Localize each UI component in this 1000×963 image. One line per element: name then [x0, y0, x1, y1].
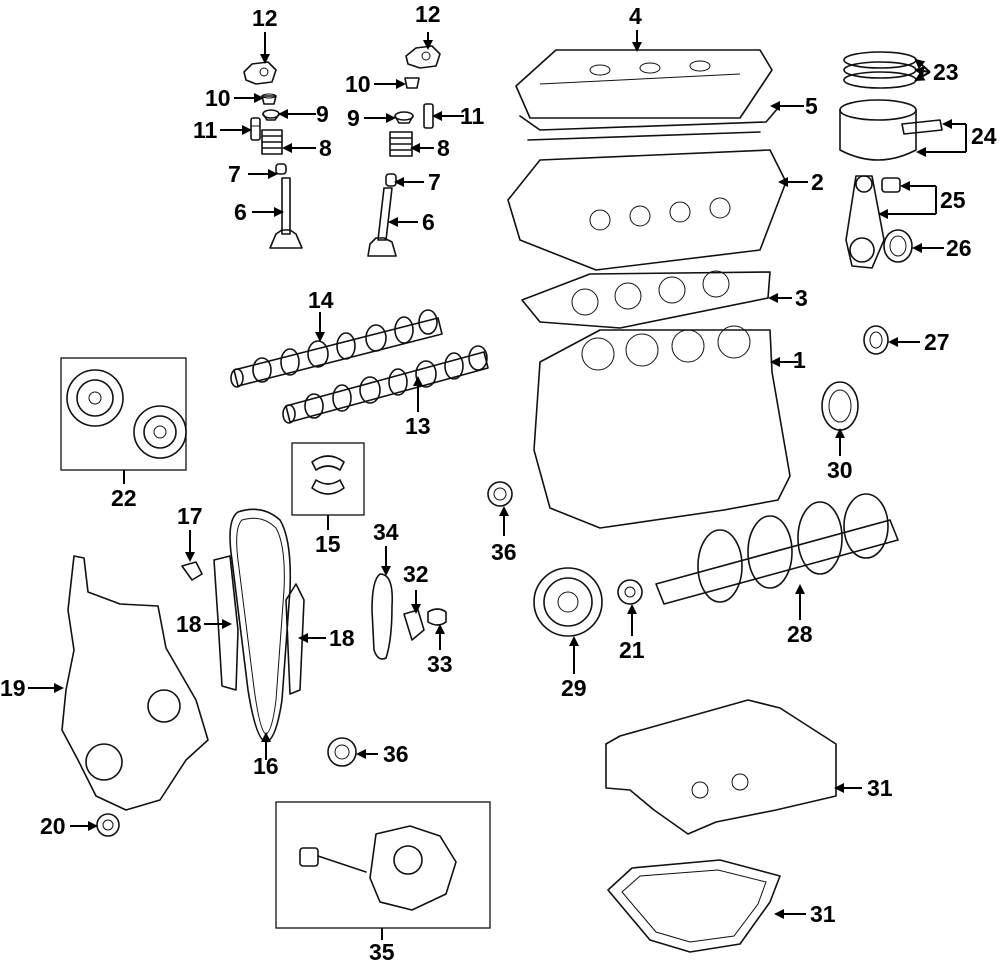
callout-24: 24 — [971, 123, 997, 149]
callout-8-left: 8 — [319, 135, 332, 161]
oil-pan-upper — [605, 699, 837, 835]
callout-27: 27 — [924, 329, 950, 355]
callout-10-left: 10 — [205, 85, 231, 111]
callout-2: 2 — [811, 169, 824, 195]
callout-19: 19 — [0, 675, 26, 701]
callout-32: 32 — [403, 561, 429, 587]
callout-34: 34 — [373, 519, 399, 545]
chain-tensioner-arm — [403, 609, 425, 641]
callout-8-right: 8 — [437, 135, 450, 161]
lash-adjuster-cap-right — [404, 77, 420, 89]
callout-7-right: 7 — [428, 169, 441, 195]
callout-4: 4 — [629, 3, 642, 29]
callout-20: 20 — [40, 813, 66, 839]
callout-6-right: 6 — [422, 209, 435, 235]
oil-pump-box — [275, 801, 491, 929]
timing-cover — [61, 555, 209, 811]
callout-14: 14 — [308, 287, 334, 313]
tensioner-gasket — [427, 608, 447, 626]
callout-15: 15 — [315, 531, 341, 557]
camshaft-lower — [282, 345, 489, 424]
callout-23: 23 — [933, 59, 959, 85]
callout-3: 3 — [795, 285, 808, 311]
valve-seal-left — [275, 163, 287, 175]
valve-spring-left — [261, 129, 283, 155]
callout-1: 1 — [793, 347, 806, 373]
callout-11-left: 11 — [193, 117, 218, 143]
idler-sprocket-upper — [487, 481, 513, 507]
timing-chain — [229, 508, 292, 743]
callout-30: 30 — [827, 457, 853, 483]
callout-6-left: 6 — [234, 199, 247, 225]
crankshaft-sprocket — [617, 579, 643, 605]
lash-adjuster-cap-left — [261, 93, 277, 105]
oil-seal-front — [96, 813, 120, 837]
spring-retainer-right — [394, 111, 414, 124]
connecting-rod — [845, 175, 901, 269]
valve-left — [269, 177, 303, 249]
callout-35: 35 — [369, 939, 395, 963]
callout-21: 21 — [619, 637, 645, 663]
callout-5: 5 — [805, 93, 818, 119]
callout-12-left: 12 — [252, 5, 278, 31]
callout-26: 26 — [946, 235, 972, 261]
head-gasket — [521, 270, 771, 329]
callout-9-right: 9 — [347, 105, 360, 131]
bearing-box — [291, 442, 365, 516]
rear-main-seal — [821, 381, 859, 431]
callout-25: 25 — [940, 187, 966, 213]
camshaft-upper — [230, 309, 443, 388]
callout-13: 13 — [405, 413, 431, 439]
valve-seal-right — [385, 173, 397, 187]
valve-spring-right — [389, 131, 413, 157]
cylinder-head — [507, 149, 787, 271]
crankshaft — [655, 493, 899, 605]
chain-guide-left — [213, 555, 239, 691]
callout-12-right: 12 — [415, 1, 441, 27]
callout-33: 33 — [427, 651, 453, 677]
rod-bearing — [883, 229, 913, 263]
callout-22: 22 — [111, 485, 137, 511]
spring-retainer-left — [262, 109, 280, 121]
callout-29: 29 — [561, 675, 587, 701]
callout-17: 17 — [177, 503, 203, 529]
thrust-bearing — [863, 325, 889, 355]
lash-adjuster-right — [423, 103, 434, 129]
crankshaft-pulley — [533, 567, 603, 637]
oil-pan-lower — [607, 859, 781, 953]
chain-tensioner — [181, 561, 203, 581]
cylinder-block — [533, 325, 791, 529]
callout-36-lower: 36 — [383, 741, 409, 767]
callout-18-left: 18 — [176, 611, 202, 637]
cylinder-head-cover — [515, 49, 773, 119]
callout-16: 16 — [253, 753, 279, 779]
rocker-arm-right — [405, 45, 441, 69]
callout-7-left: 7 — [228, 161, 241, 187]
lash-adjuster-left — [250, 117, 261, 141]
callout-10-right: 10 — [345, 71, 371, 97]
valve-right — [367, 187, 397, 257]
idler-sprocket-lower — [327, 737, 357, 767]
piston-rings — [843, 51, 917, 89]
callout-31-lower: 31 — [810, 901, 836, 927]
callout-9-left: 9 — [316, 101, 329, 127]
callout-11-right: 11 — [460, 103, 485, 129]
callout-31-upper: 31 — [867, 775, 893, 801]
piston — [839, 99, 943, 161]
rocker-arm-left — [243, 61, 277, 85]
chain-guide-right — [285, 583, 305, 695]
oil-pump — [299, 825, 457, 911]
head-cover-gasket — [519, 107, 779, 141]
callout-28: 28 — [787, 621, 813, 647]
vvt-sprocket — [66, 369, 187, 459]
callout-36-upper: 36 — [491, 539, 517, 565]
callout-18-right: 18 — [329, 625, 355, 651]
camshaft-bearings — [311, 455, 345, 495]
balance-chain — [371, 573, 394, 660]
leader-lines — [28, 30, 967, 940]
